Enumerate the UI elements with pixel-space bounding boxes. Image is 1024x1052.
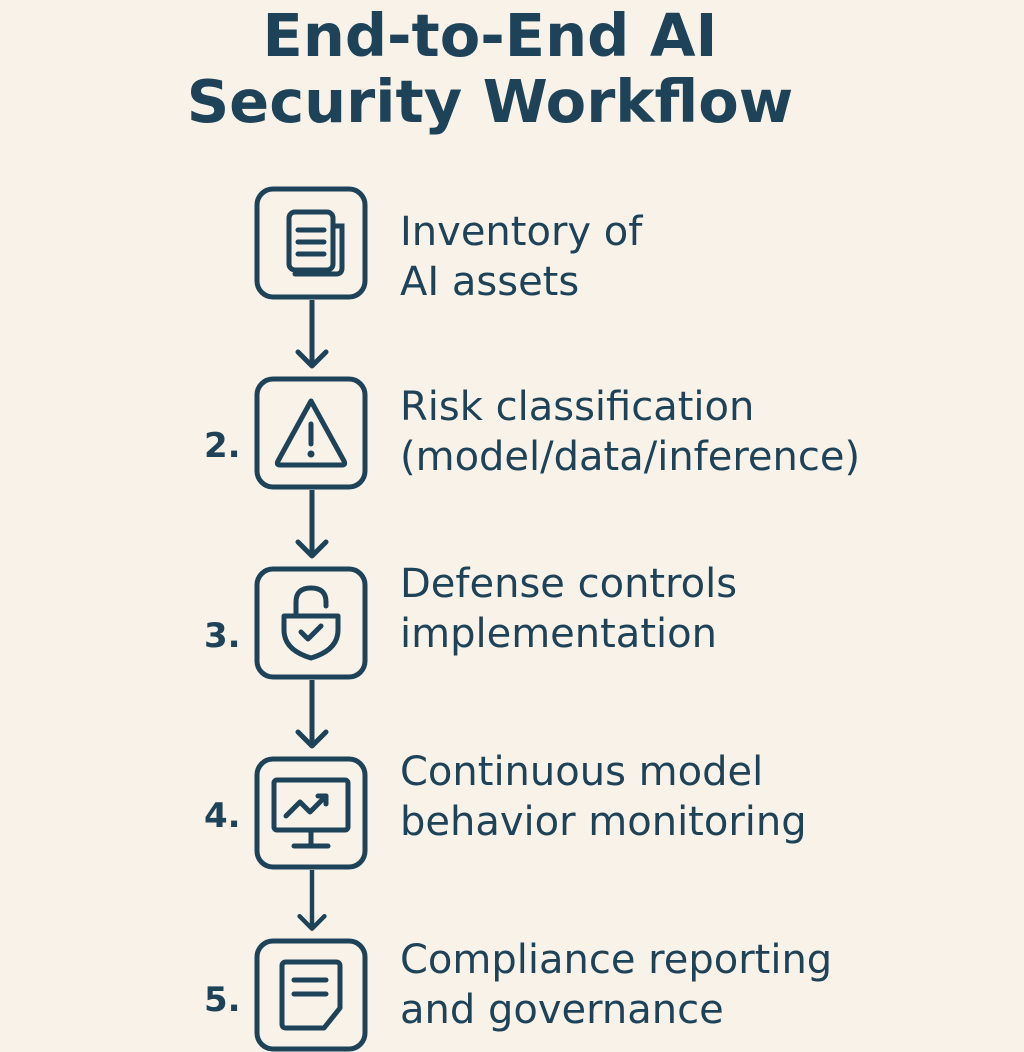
arrow-3-to-4 — [292, 680, 332, 752]
step-3-label-line-2: implementation — [400, 611, 717, 657]
step-3-number: 3. — [204, 616, 241, 656]
warning-triangle-icon — [254, 376, 368, 490]
step-5-node — [254, 938, 368, 1052]
down-arrow-icon — [297, 870, 327, 931]
step-2-label: Risk classification (model/data/inferenc… — [400, 382, 1000, 482]
step-1-node — [254, 186, 368, 300]
step-4-number: 4. — [204, 796, 241, 836]
step-2-node — [254, 376, 368, 490]
arrow-1-to-2 — [292, 300, 332, 372]
step-5-label-line-2: and governance — [400, 987, 724, 1033]
down-arrow-icon — [295, 680, 329, 749]
step-3-label: Defense controls implementation — [400, 559, 1000, 659]
report-document-icon — [254, 938, 368, 1052]
arrow-2-to-3 — [292, 490, 332, 562]
step-4-label: Continuous model behavior monitoring — [400, 747, 1000, 847]
document-icon — [254, 186, 368, 300]
step-4-node — [254, 756, 368, 870]
step-1-label: Inventory of AI assets — [400, 207, 1000, 307]
lock-shield-icon — [254, 566, 368, 680]
step-3-node — [254, 566, 368, 680]
arrow-4-to-5 — [292, 870, 332, 934]
monitor-chart-icon — [254, 756, 368, 870]
step-5-number: 5. — [204, 980, 241, 1020]
step-4-label-line-2: behavior monitoring — [400, 799, 807, 845]
step-1-label-line-1: Inventory of — [400, 209, 643, 255]
step-2-label-line-2: (model/data/inference) — [400, 434, 861, 480]
title-line-1: End-to-End AI — [262, 1, 718, 70]
diagram-title: End-to-End AI Security Workflow — [160, 0, 820, 137]
step-2-label-line-1: Risk classification — [400, 384, 755, 430]
step-1-label-line-2: AI assets — [400, 259, 580, 305]
step-4-label-line-1: Continuous model — [400, 749, 764, 795]
workflow-diagram: Inventory of AI assets 2. Risk classific… — [204, 186, 1000, 1052]
title-line-2: Security Workflow — [186, 67, 794, 136]
down-arrow-icon — [295, 300, 329, 369]
step-5-label: Compliance reporting and governance — [400, 935, 1000, 1035]
down-arrow-icon — [295, 490, 329, 559]
step-3-label-line-1: Defense controls — [400, 561, 738, 607]
step-5-label-line-1: Compliance reporting — [400, 937, 833, 983]
step-2-number: 2. — [204, 426, 241, 466]
